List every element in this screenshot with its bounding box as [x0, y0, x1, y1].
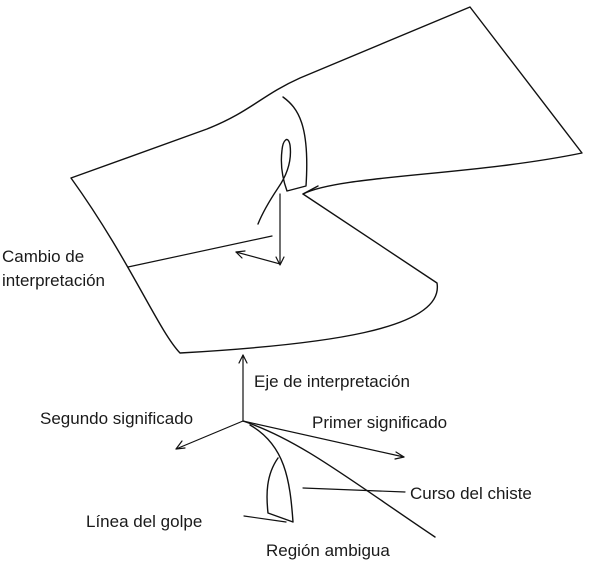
surface-outline: [70, 6, 583, 354]
change-of-interpretation-pointer: [127, 235, 273, 268]
joke-course-pointer: [302, 487, 406, 493]
label-first-meaning: Primer significado: [312, 413, 447, 432]
label-ambiguous-region: Región ambigua: [266, 541, 390, 560]
surface-inner-arrow: [235, 193, 281, 265]
label-punchline: Línea del golpe: [86, 512, 202, 531]
label-change-of-interpretation-line2: interpretación: [2, 271, 105, 290]
fold-pleat: [257, 96, 308, 225]
second-meaning-axis-line: [175, 420, 244, 450]
interpretation-axis-arrowhead: [238, 354, 248, 364]
surface-arrowhead-down: [275, 256, 285, 266]
label-joke-course: Curso del chiste: [410, 484, 532, 503]
label-interpretation-axis: Eje de interpretación: [254, 372, 410, 391]
surface-arrowhead-left: [235, 250, 246, 259]
labels: Cambio de interpretación Eje de interpre…: [2, 247, 532, 560]
label-second-meaning: Segundo significado: [40, 409, 193, 428]
first-meaning-axis-line: [242, 420, 405, 458]
axes: [175, 354, 436, 538]
ambiguous-region-outline: [249, 424, 294, 523]
first-meaning-axis-arrowhead: [394, 451, 405, 460]
joke-course-curve: [242, 420, 436, 538]
interpretation-surface: [70, 6, 583, 354]
second-meaning-axis-arrowhead: [175, 440, 186, 450]
fold-edge: [302, 185, 319, 195]
label-change-of-interpretation-line1: Cambio de: [2, 247, 84, 266]
punchline-pointer: [243, 515, 287, 523]
